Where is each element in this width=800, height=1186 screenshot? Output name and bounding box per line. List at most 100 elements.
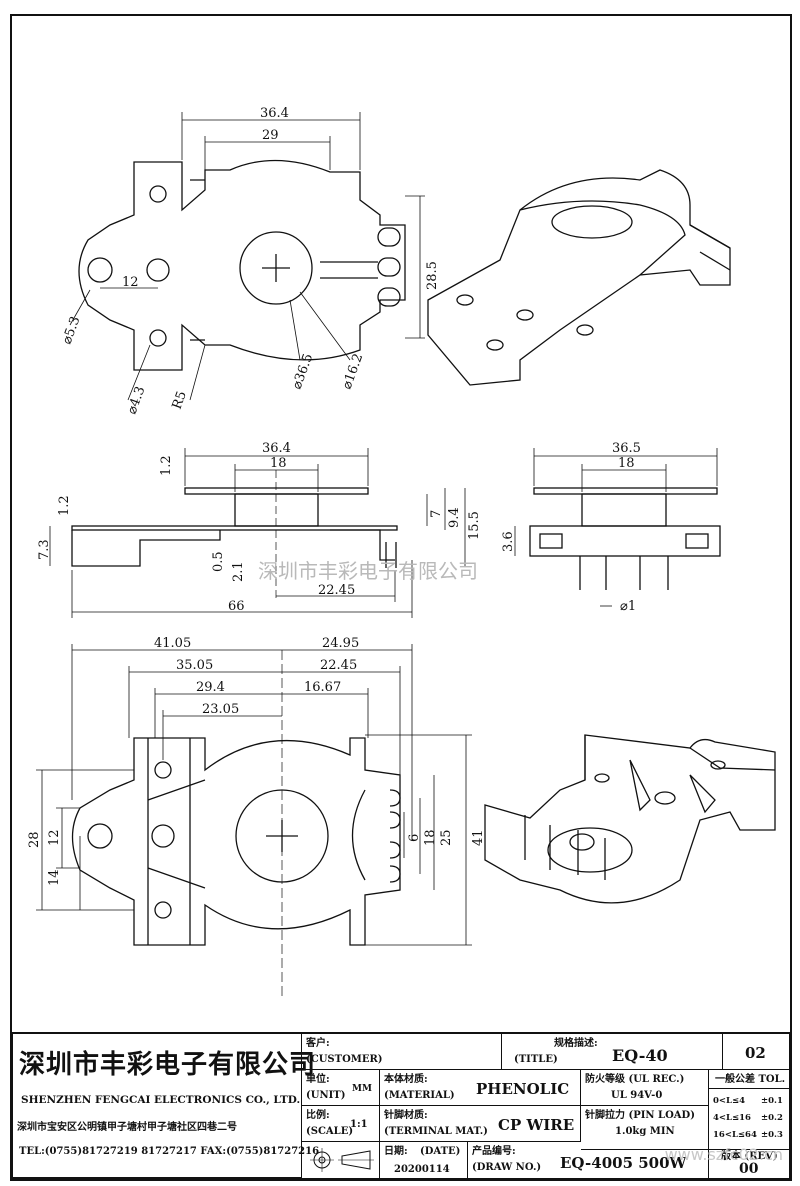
dim-top-pin-row-spacing: 12 <box>122 275 139 290</box>
scale-cell: 比例: (SCALE) 1:1 <box>302 1106 380 1142</box>
dim-bottom-left-29-4: 29.4 <box>196 680 225 695</box>
revision-cell: 版本 (REV) 00 <box>709 1150 789 1178</box>
customer-cell: 客户: (CUSTOMER) <box>302 1034 502 1070</box>
dim-side-offset-2-1: 2.1 <box>231 561 246 582</box>
scale-value: 1:1 <box>350 1119 368 1130</box>
dim-side-top-width: 36.4 <box>262 441 291 456</box>
date-label-cn: 日期: <box>384 1146 408 1157</box>
draw-no-label-en: (DRAW NO.) <box>472 1162 542 1173</box>
unit-label-en: (UNIT) <box>306 1090 346 1101</box>
pin-load-label: 针脚拉力 (PIN LOAD) <box>585 1110 695 1121</box>
company-name-en: SHENZHEN FENGCAI ELECTRONICS CO., LTD. <box>21 1094 301 1106</box>
fire-rating-value: UL 94V-0 <box>611 1090 663 1101</box>
symbol-cell <box>302 1142 380 1178</box>
dim-bottom-pin-25: 25 <box>439 829 454 846</box>
material-cell: 本体材质: (MATERIAL) PHENOLIC <box>380 1070 581 1106</box>
spec-label-cn: 规格描述: <box>554 1038 598 1049</box>
projection-symbol-icon <box>310 1148 374 1172</box>
side-view <box>49 448 466 618</box>
company-phone: TEL:(0755)81727219 81727217 FAX:(0755)81… <box>19 1146 320 1157</box>
draw-no-value: EQ-4005 500W <box>560 1154 687 1172</box>
dim-top-radius: R5 <box>170 389 190 411</box>
dim-bottom-left-41-05: 41.05 <box>154 636 191 651</box>
tolerance-value-1: ±0.1 <box>761 1096 783 1106</box>
revision-value: 00 <box>739 1161 759 1177</box>
customer-label-en: (CUSTOMER) <box>306 1054 383 1065</box>
terminal-label-cn: 针脚材质: <box>384 1110 428 1121</box>
dim-end-pin-dia: ⌀1 <box>620 599 636 614</box>
terminal-label-en: (TERMINAL MAT.) <box>384 1126 488 1137</box>
company-cell: 深圳市丰彩电子有限公司 SHENZHEN FENGCAI ELECTRONICS… <box>13 1034 319 1178</box>
terminal-cell: 针脚材质: (TERMINAL MAT.) CP WIRE <box>380 1106 581 1142</box>
dim-end-core-width: 18 <box>618 456 635 471</box>
tolerance-range-1: 0<L≤4 <box>713 1096 746 1106</box>
dim-bottom-height-12: 12 <box>47 829 62 846</box>
scale-label-en: (SCALE) <box>306 1126 354 1137</box>
unit-cell: 单位: (UNIT) MM <box>302 1070 380 1106</box>
dim-bottom-overall-41: 41 <box>471 829 486 846</box>
dim-side-height-7: 7 <box>429 510 444 518</box>
fire-rating-cell: 防火等级 (UL REC.) UL 94V-0 <box>581 1070 709 1106</box>
bottom-view <box>36 644 472 1000</box>
dim-side-base-7-3: 7.3 <box>37 539 52 560</box>
title-block: 深圳市丰彩电子有限公司 SHENZHEN FENGCAI ELECTRONICS… <box>11 1032 791 1180</box>
dim-side-height-9-4: 9.4 <box>447 507 462 528</box>
dim-end-height: 3.6 <box>501 531 516 552</box>
dim-bottom-right-22-45: 22.45 <box>320 658 357 673</box>
pin-load-value: 1.0kg MIN <box>615 1126 675 1137</box>
dim-bottom-right-24-95: 24.95 <box>322 636 359 651</box>
fire-rating-label: 防火等级 (UL REC.) <box>585 1074 685 1085</box>
unit-value: MM <box>352 1084 372 1094</box>
dim-top-overall-width: 36.4 <box>260 106 289 121</box>
isometric-view-top <box>427 169 731 386</box>
end-view <box>514 448 721 607</box>
dim-side-flange-thick: 1.2 <box>159 455 174 476</box>
date-label-en: (DATE) <box>420 1146 461 1157</box>
dim-top-pin-span: 28.5 <box>425 261 440 290</box>
material-value: PHENOLIC <box>476 1080 570 1098</box>
terminal-value: CP WIRE <box>498 1116 575 1134</box>
dim-bottom-left-35-05: 35.05 <box>176 658 213 673</box>
dim-side-core-width: 18 <box>270 456 287 471</box>
dim-bottom-pin-6: 6 <box>407 834 422 842</box>
dim-side-offset-0-5: 0.5 <box>211 551 226 572</box>
dim-top-dia-core: ⌀16.2 <box>340 352 367 392</box>
sheet-border <box>10 14 792 1181</box>
dim-bottom-height-14: 14 <box>47 869 62 886</box>
date-value: 20200114 <box>394 1164 450 1175</box>
page-number: 02 <box>745 1044 766 1062</box>
revision-label: 版本 (REV) <box>721 1151 778 1162</box>
isometric-view-bottom <box>484 734 776 904</box>
top-view <box>69 112 425 401</box>
dim-side-base-thick: 1.2 <box>57 495 72 516</box>
dim-top-dia-hole: ⌀4.3 <box>125 384 149 416</box>
company-name-cn: 深圳市丰彩电子有限公司 <box>19 1050 317 1080</box>
draw-no-cell: 产品编号: (DRAW NO.) EQ-4005 500W <box>468 1142 709 1178</box>
spec-value: EQ-40 <box>612 1046 668 1065</box>
tolerance-label: 一般公差 TOL. <box>715 1074 786 1085</box>
dim-side-height-15-5: 15.5 <box>467 511 482 540</box>
watermark-text: 深圳市丰彩电子有限公司 <box>258 559 478 583</box>
spec-cell: 规格描述: (TITLE) EQ-40 <box>502 1034 723 1070</box>
tolerance-range-2: 4<L≤16 <box>713 1113 751 1123</box>
material-label-en: (MATERIAL) <box>384 1090 455 1101</box>
tolerance-value-3: ±0.3 <box>761 1130 783 1140</box>
customer-label-cn: 客户: <box>306 1038 330 1049</box>
dim-top-inner-width: 29 <box>262 128 279 143</box>
tolerance-cell: 一般公差 TOL. 0<L≤4 ±0.1 4<L≤16 ±0.2 16<L≤64… <box>709 1070 789 1150</box>
dim-bottom-height-28: 28 <box>27 831 42 848</box>
dim-top-dia-small-pin: ⌀5.3 <box>60 314 84 346</box>
dim-bottom-right-16-67: 16.67 <box>304 680 341 695</box>
tolerance-range-3: 16<L≤64 <box>713 1130 757 1140</box>
dim-side-pin-offset: 22.45 <box>318 583 355 598</box>
pin-load-cell: 针脚拉力 (PIN LOAD) 1.0kg MIN <box>581 1106 709 1150</box>
page-cell: 02 <box>723 1034 789 1070</box>
draw-no-label-cn: 产品编号: <box>472 1146 516 1157</box>
dim-end-top-width: 36.5 <box>612 441 641 456</box>
company-address: 深圳市宝安区公明镇甲子塘村甲子塘社区四巷二号 <box>17 1122 237 1133</box>
dim-top-dia-flange: ⌀36.5 <box>290 352 317 392</box>
unit-label-cn: 单位: <box>306 1074 330 1085</box>
watermark-site: www.szfc02.cn <box>664 1145 783 1164</box>
scale-label-cn: 比例: <box>306 1110 330 1121</box>
